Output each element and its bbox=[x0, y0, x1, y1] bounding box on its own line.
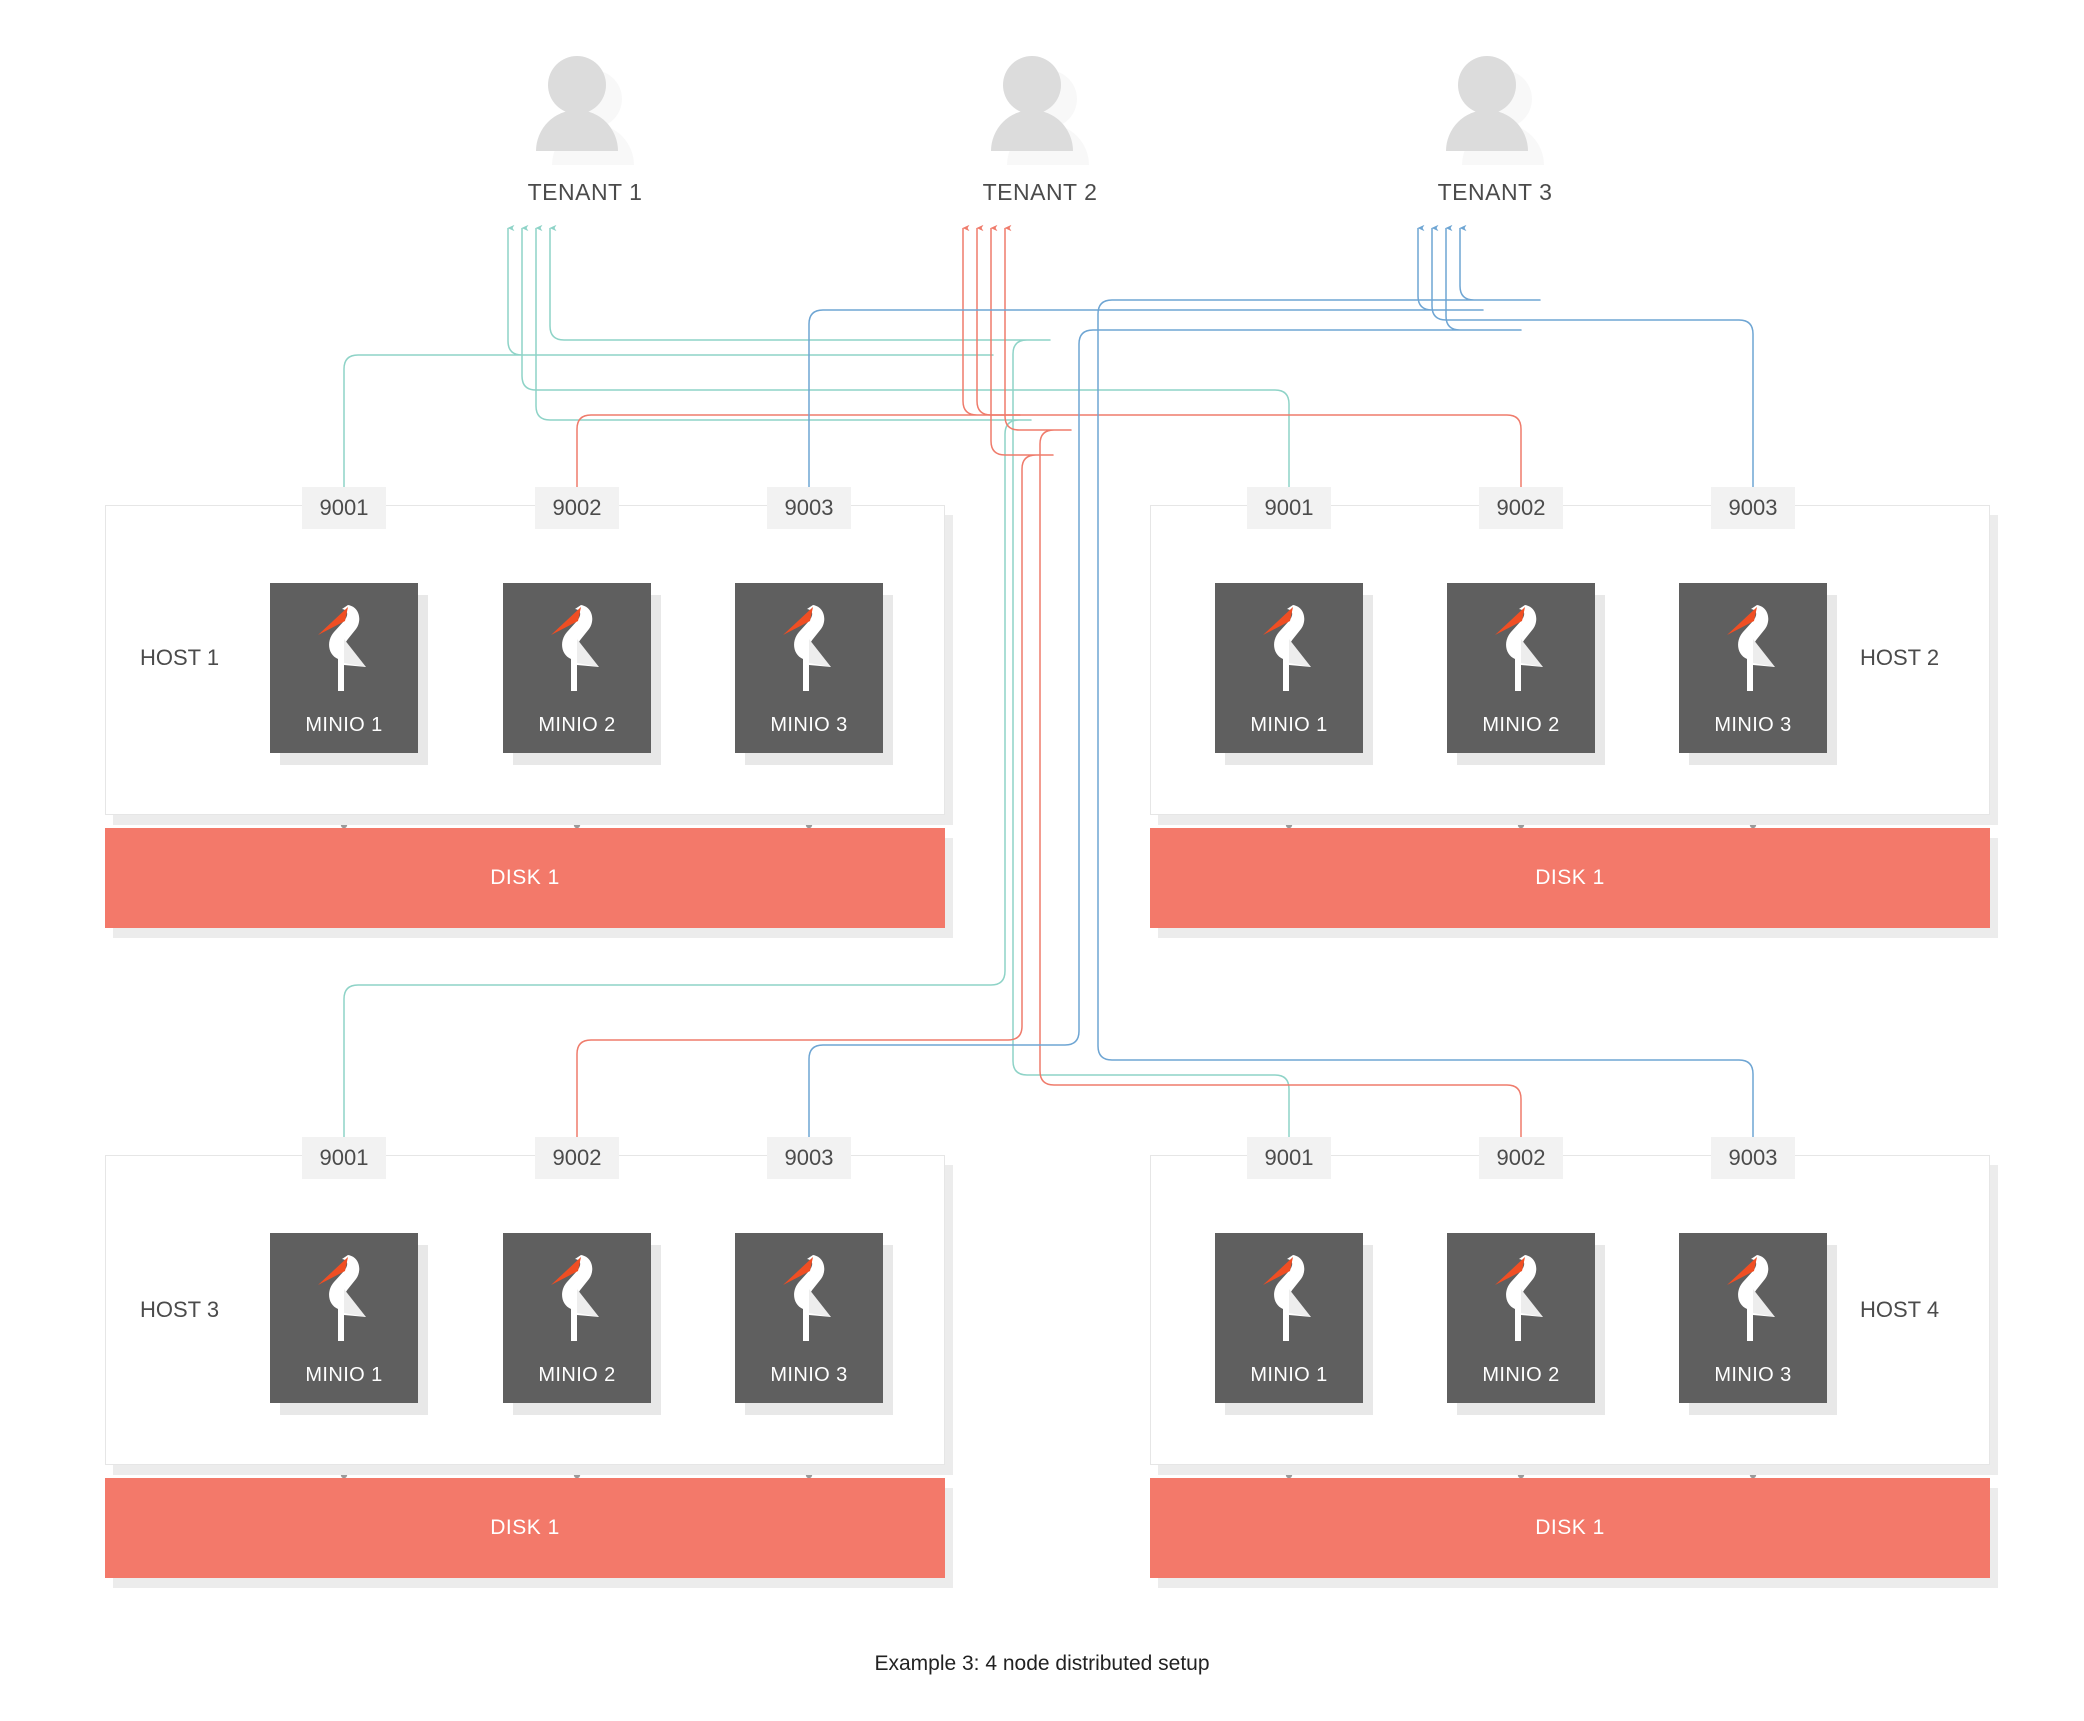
port-chip[interactable]: 9002 bbox=[535, 1137, 619, 1179]
tenant-label: TENANT 2 bbox=[982, 179, 1098, 205]
node-box: MINIO 3 bbox=[735, 1233, 883, 1403]
disk-bar: DISK 1 bbox=[1150, 1478, 1998, 1588]
node-label: MINIO 3 bbox=[770, 1364, 848, 1386]
port-chip[interactable]: 9003 bbox=[767, 487, 851, 529]
disk-label: DISK 1 bbox=[490, 866, 560, 889]
node-box: MINIO 3 bbox=[1679, 1233, 1827, 1403]
host-label-2: HOST 2 bbox=[1860, 645, 1940, 670]
minio-flamingo-icon bbox=[1495, 1255, 1543, 1341]
node-label: MINIO 1 bbox=[305, 714, 383, 736]
port-chip[interactable]: 9001 bbox=[302, 487, 386, 529]
tenant-2[interactable]: TENANT 2 bbox=[940, 55, 1140, 206]
wire bbox=[808, 224, 1484, 487]
minio-flamingo-icon bbox=[1727, 1255, 1775, 1341]
tenant-1[interactable]: TENANT 1 bbox=[485, 55, 685, 206]
tenant-avatar-icon bbox=[1440, 55, 1550, 165]
disk-body: DISK 1 bbox=[105, 828, 945, 928]
port-chip[interactable]: 9002 bbox=[1479, 1137, 1563, 1179]
minio-flamingo-icon bbox=[1727, 605, 1775, 691]
host-label-1: HOST 1 bbox=[140, 645, 220, 670]
disk-bar: DISK 1 bbox=[1150, 828, 1998, 938]
port-chip[interactable]: 9001 bbox=[1247, 487, 1331, 529]
minio-node[interactable]: MINIO 3 bbox=[1679, 583, 1837, 765]
port-chip[interactable]: 9003 bbox=[1711, 1137, 1795, 1179]
wire bbox=[521, 224, 1290, 487]
disk-label: DISK 1 bbox=[490, 1516, 560, 1539]
node-label: MINIO 2 bbox=[538, 1364, 616, 1386]
minio-flamingo-icon bbox=[551, 605, 599, 691]
minio-flamingo-icon bbox=[318, 605, 366, 691]
node-box: MINIO 2 bbox=[1447, 1233, 1595, 1403]
minio-node[interactable]: MINIO 2 bbox=[503, 1233, 661, 1415]
minio-node[interactable]: MINIO 3 bbox=[735, 1233, 893, 1415]
minio-node[interactable]: MINIO 3 bbox=[1679, 1233, 1837, 1415]
minio-flamingo-icon bbox=[1263, 605, 1311, 691]
node-box: MINIO 1 bbox=[270, 1233, 418, 1403]
disk-body: DISK 1 bbox=[1150, 1478, 1990, 1578]
minio-node[interactable]: MINIO 1 bbox=[1215, 583, 1373, 765]
tenant-label: TENANT 3 bbox=[1437, 179, 1553, 205]
node-box: MINIO 1 bbox=[270, 583, 418, 753]
wire bbox=[343, 224, 994, 487]
node-label: MINIO 1 bbox=[305, 1364, 383, 1386]
tenant-avatar-icon bbox=[985, 55, 1095, 165]
minio-node[interactable]: MINIO 1 bbox=[1215, 1233, 1373, 1415]
node-label: MINIO 2 bbox=[1482, 714, 1560, 736]
disk-body: DISK 1 bbox=[105, 1478, 945, 1578]
port-chip[interactable]: 9003 bbox=[767, 1137, 851, 1179]
wire bbox=[576, 224, 1021, 487]
port-chip[interactable]: 9001 bbox=[1247, 1137, 1331, 1179]
node-box: MINIO 2 bbox=[503, 1233, 651, 1403]
node-box: MINIO 3 bbox=[735, 583, 883, 753]
minio-node[interactable]: MINIO 2 bbox=[1447, 583, 1605, 765]
host-label-4: HOST 4 bbox=[1860, 1297, 1940, 1322]
node-box: MINIO 3 bbox=[1679, 583, 1827, 753]
node-label: MINIO 3 bbox=[1714, 714, 1792, 736]
disk-bar: DISK 1 bbox=[105, 1478, 953, 1588]
node-label: MINIO 1 bbox=[1250, 714, 1328, 736]
minio-flamingo-icon bbox=[783, 1255, 831, 1341]
minio-node[interactable]: MINIO 3 bbox=[735, 583, 893, 765]
port-chip[interactable]: 9001 bbox=[302, 1137, 386, 1179]
wire bbox=[1431, 224, 1754, 487]
minio-flamingo-icon bbox=[783, 605, 831, 691]
node-box: MINIO 2 bbox=[1447, 583, 1595, 753]
node-label: MINIO 3 bbox=[770, 714, 848, 736]
node-label: MINIO 1 bbox=[1250, 1364, 1328, 1386]
diagram-caption: Example 3: 4 node distributed setup bbox=[874, 1652, 1210, 1675]
port-chip[interactable]: 9002 bbox=[1479, 487, 1563, 529]
disk-label: DISK 1 bbox=[1535, 866, 1605, 889]
node-label: MINIO 2 bbox=[538, 714, 616, 736]
minio-node[interactable]: MINIO 1 bbox=[270, 1233, 428, 1415]
disk-bar: DISK 1 bbox=[105, 828, 953, 938]
disk-body: DISK 1 bbox=[1150, 828, 1990, 928]
tenant-avatar-icon bbox=[530, 55, 640, 165]
minio-node[interactable]: MINIO 2 bbox=[503, 583, 661, 765]
port-chip[interactable]: 9003 bbox=[1711, 487, 1795, 529]
tenant-label: TENANT 1 bbox=[527, 179, 643, 205]
minio-node[interactable]: MINIO 1 bbox=[270, 583, 428, 765]
minio-flamingo-icon bbox=[318, 1255, 366, 1341]
node-box: MINIO 1 bbox=[1215, 583, 1363, 753]
wire bbox=[976, 224, 1522, 487]
node-box: MINIO 1 bbox=[1215, 1233, 1363, 1403]
tenant-3[interactable]: TENANT 3 bbox=[1395, 55, 1595, 206]
minio-flamingo-icon bbox=[1495, 605, 1543, 691]
disk-label: DISK 1 bbox=[1535, 1516, 1605, 1539]
node-box: MINIO 2 bbox=[503, 583, 651, 753]
port-chip[interactable]: 9002 bbox=[535, 487, 619, 529]
minio-flamingo-icon bbox=[551, 1255, 599, 1341]
host-label-3: HOST 3 bbox=[140, 1297, 220, 1322]
node-label: MINIO 3 bbox=[1714, 1364, 1792, 1386]
node-label: MINIO 2 bbox=[1482, 1364, 1560, 1386]
minio-flamingo-icon bbox=[1263, 1255, 1311, 1341]
minio-node[interactable]: MINIO 2 bbox=[1447, 1233, 1605, 1415]
